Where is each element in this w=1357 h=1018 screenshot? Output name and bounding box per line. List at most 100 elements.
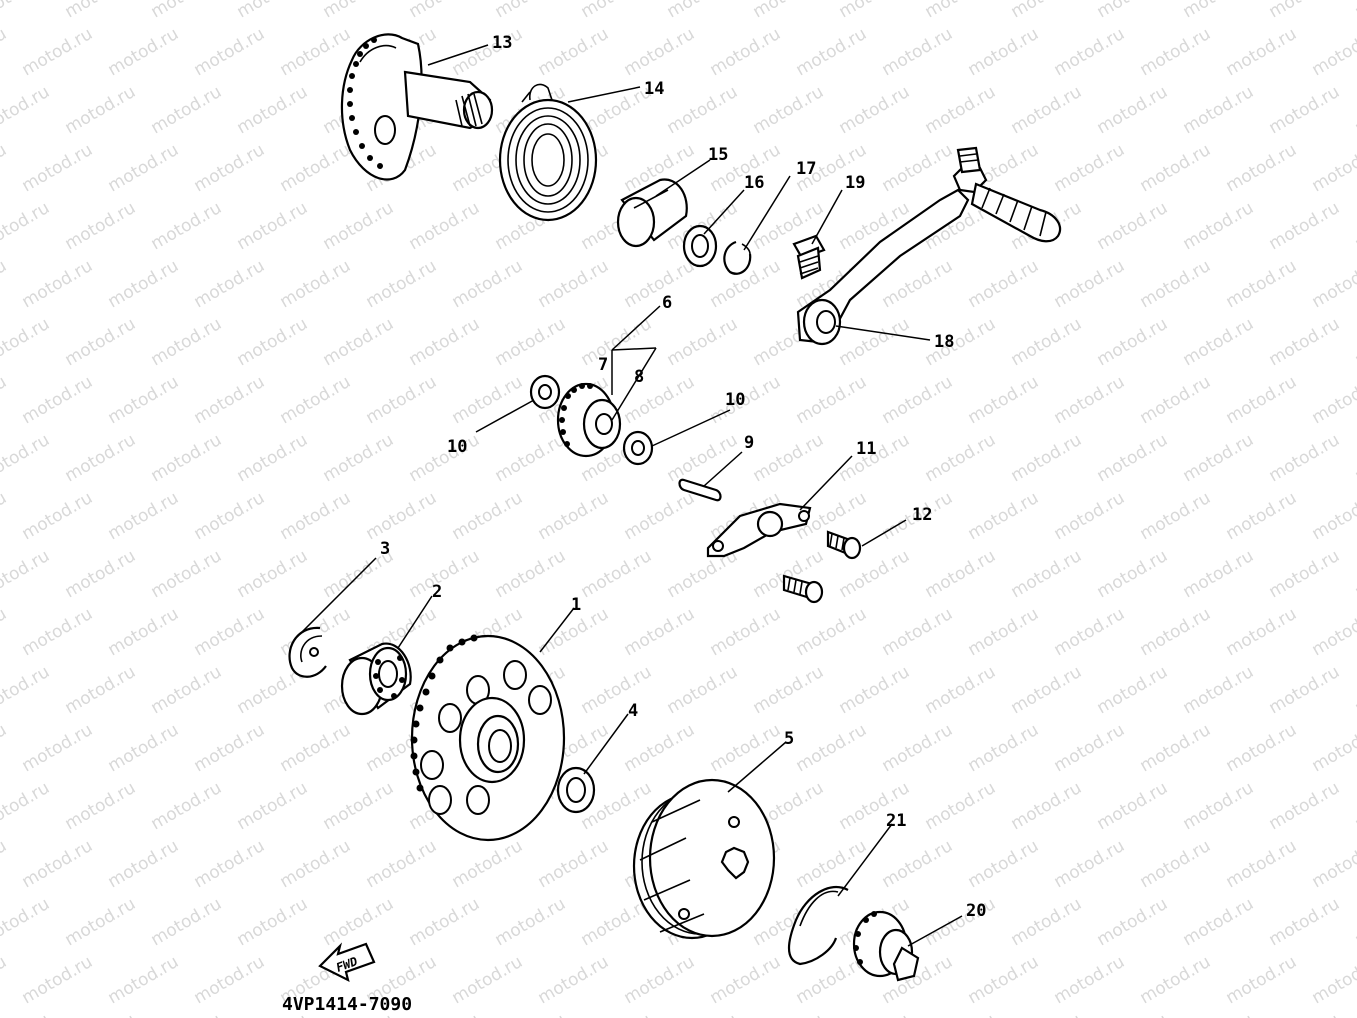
watermark-text: motod.ru: [1008, 314, 1086, 370]
watermark-text: motod.ru: [406, 198, 484, 254]
watermark-text: motod.ru: [1266, 82, 1344, 138]
callout-17: 17: [796, 159, 816, 179]
watermark-text: motod.ru: [449, 836, 527, 892]
callout-14: 14: [644, 79, 664, 99]
fwd-label: FWD: [334, 954, 359, 975]
watermark-text: motod.ru: [922, 0, 1000, 22]
watermark-text: motod.ru: [707, 952, 785, 1008]
watermark-text: motod.ru: [0, 720, 10, 776]
watermark-text: motod.ru: [1137, 604, 1215, 660]
watermark-text: motod.ru: [105, 372, 183, 428]
leader-lines: [295, 44, 963, 947]
watermark-text: motod.ru: [836, 314, 914, 370]
watermark-text: motod.ru: [965, 720, 1043, 776]
watermark-text: motod.ru: [62, 546, 140, 602]
watermark-text: motod.ru: [19, 720, 97, 776]
oil-seal: [556, 766, 596, 814]
watermark-text: motod.ru: [1180, 198, 1258, 254]
watermark-text: motod.ru: [191, 372, 269, 428]
watermark-text: motod.ru: [1051, 488, 1129, 544]
watermark-text: motod.ru: [664, 430, 742, 486]
watermark-text: motod.ru: [105, 836, 183, 892]
watermark-text: motod.ru: [320, 314, 398, 370]
callout-8: 8: [634, 367, 644, 387]
watermark-text: motod.ru: [1223, 140, 1301, 196]
watermark-text: motod.ru: [191, 488, 269, 544]
watermark-text: motod.ru: [234, 778, 312, 834]
watermark-text: motod.ru: [0, 1010, 53, 1018]
watermark-text: motod.ru: [0, 894, 53, 950]
callout-9: 9: [744, 433, 754, 453]
watermark-text: motod.ru: [1309, 488, 1357, 544]
callout-6: 6: [662, 293, 672, 313]
watermark-text: motod.ru: [0, 372, 10, 428]
watermark-text: motod.ru: [19, 140, 97, 196]
watermark-text: motod.ru: [148, 0, 226, 22]
watermark-text: motod.ru: [750, 1010, 828, 1018]
watermark-text: motod.ru: [922, 662, 1000, 718]
watermark-text: motod.ru: [277, 256, 355, 312]
callout-21: 21: [886, 811, 906, 831]
watermark-text: motod.ru: [1137, 488, 1215, 544]
watermark-text: motod.ru: [1352, 894, 1357, 950]
watermark-text: motod.ru: [1180, 546, 1258, 602]
watermark-text: motod.ru: [105, 256, 183, 312]
watermark-text: motod.ru: [535, 952, 613, 1008]
watermark-text: motod.ru: [0, 778, 53, 834]
watermark-text: motod.ru: [492, 894, 570, 950]
watermark-text: motod.ru: [1223, 604, 1301, 660]
watermark-text: motod.ru: [965, 372, 1043, 428]
watermark-text: motod.ru: [535, 836, 613, 892]
watermark-text: motod.ru: [1266, 778, 1344, 834]
watermark-text: motod.ru: [19, 256, 97, 312]
watermark-text: motod.ru: [1094, 778, 1172, 834]
watermark-text: motod.ru: [1094, 0, 1172, 22]
watermark-text: motod.ru: [1008, 430, 1086, 486]
callout-3: 3: [380, 539, 390, 559]
watermark-text: motod.ru: [191, 952, 269, 1008]
watermark-text: motod.ru: [1180, 314, 1258, 370]
watermark-text: motod.ru: [449, 256, 527, 312]
watermark-text: motod.ru: [449, 372, 527, 428]
watermark-text: motod.ru: [621, 488, 699, 544]
watermark-text: motod.ru: [148, 1010, 226, 1018]
watermark-text: motod.ru: [0, 836, 10, 892]
watermark-text: motod.ru: [664, 0, 742, 22]
watermark-text: motod.ru: [1309, 24, 1357, 80]
watermark-text: motod.ru: [922, 894, 1000, 950]
watermark-text: motod.ru: [105, 24, 183, 80]
diagram-code: 4VP1414-7090: [282, 994, 412, 1015]
watermark-text: motod.ru: [234, 314, 312, 370]
watermark-text: motod.ru: [277, 140, 355, 196]
watermark-text: motod.ru: [965, 836, 1043, 892]
watermark-text: motod.ru: [535, 256, 613, 312]
watermark-text: motod.ru: [1180, 0, 1258, 22]
watermark-text: motod.ru: [621, 372, 699, 428]
watermark-text: motod.ru: [1051, 256, 1129, 312]
callout-10-left: 10: [447, 437, 467, 457]
watermark-text: motod.ru: [750, 430, 828, 486]
watermark-text: motod.ru: [578, 1010, 656, 1018]
watermark-text: motod.ru: [449, 488, 527, 544]
pin: [678, 478, 722, 502]
watermark-text: motod.ru: [363, 836, 441, 892]
watermark-text: motod.ru: [277, 488, 355, 544]
watermark-text: motod.ru: [922, 82, 1000, 138]
watermark-text: motod.ru: [879, 836, 957, 892]
washer-10-left: [529, 374, 561, 410]
watermark-text: motod.ru: [1352, 546, 1357, 602]
watermark-text: motod.ru: [578, 314, 656, 370]
watermark-text: motod.ru: [234, 430, 312, 486]
watermark-text: motod.ru: [148, 430, 226, 486]
callout-10-right: 10: [725, 390, 745, 410]
watermark-text: motod.ru: [0, 662, 53, 718]
watermark-text: motod.ru: [62, 662, 140, 718]
watermark-text: motod.ru: [449, 24, 527, 80]
callout-labels: 1 2 3 4 5 6 7 8 9 10 10 11 12 13 14 15 1…: [380, 33, 986, 921]
idle-gear: [556, 382, 622, 458]
washer: [682, 224, 718, 268]
watermark-text: motod.ru: [0, 198, 53, 254]
watermark-text: motod.ru: [1051, 604, 1129, 660]
watermark-text: motod.ru: [1309, 256, 1357, 312]
